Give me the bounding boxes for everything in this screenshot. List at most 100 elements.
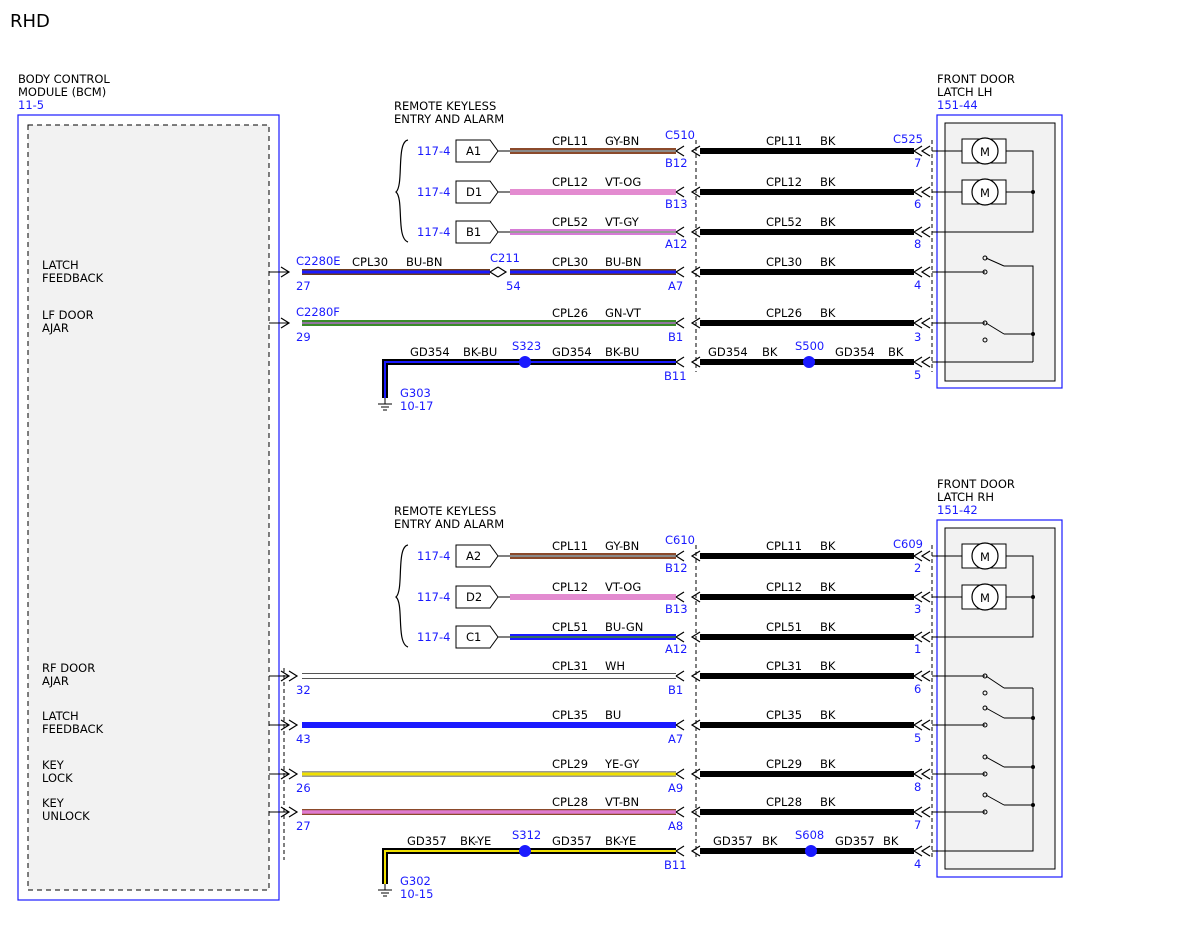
lh-rke-brace: [395, 139, 409, 243]
wire-color: GY-BN: [605, 539, 639, 553]
rh-rke-title-line2: ENTRY AND ALARM: [394, 517, 504, 531]
wire-color: BK: [762, 834, 778, 848]
latch-pin: 3: [914, 602, 921, 616]
inline-pin: B12: [665, 156, 688, 170]
bcm-name-line2: MODULE (BCM): [18, 85, 106, 99]
rh-latch-title-line2: LATCH RH: [937, 490, 994, 504]
wire-circuit: CPL26: [766, 306, 802, 320]
wire-color: BK: [820, 580, 836, 594]
motor-icon: [971, 583, 999, 611]
bcm-ref: 11-5: [18, 98, 44, 112]
wire-color: WH: [605, 659, 625, 673]
splice-label: S323: [512, 339, 541, 353]
wire-color: BK: [883, 834, 899, 848]
splice-dot: [519, 845, 531, 857]
latch-pin: 6: [914, 197, 921, 211]
wire-circuit: CPL31: [552, 659, 588, 673]
wire-circuit: CPL26: [552, 306, 588, 320]
rke-pin: B1: [466, 225, 481, 239]
rh-latch-internals: M M: [932, 542, 1035, 852]
wire-circuit: CPL52: [552, 215, 588, 229]
bcm-signal-label: LF DOOR: [42, 308, 94, 322]
ground-ref: 10-15: [400, 887, 433, 901]
bcm-pin: 43: [296, 732, 311, 746]
wire-circuit: GD354: [552, 345, 592, 359]
inline-pin: B12: [665, 561, 688, 575]
inline-pin: B1: [668, 683, 683, 697]
lh-inline-connector: C510: [665, 128, 695, 142]
motor-label: M: [980, 186, 990, 200]
splice-label: S312: [512, 828, 541, 842]
wire-color: BK: [820, 757, 836, 771]
rh-section: REMOTE KEYLESS ENTRY AND ALARM C610 C609…: [269, 477, 1063, 901]
wire-circuit: CPL35: [766, 708, 802, 722]
bcm-signal-labels: LATCH FEEDBACK LF DOOR AJAR RF DOOR AJAR…: [42, 258, 104, 823]
rke-pin: A2: [466, 549, 481, 563]
lh-rke-row: 117-4 B1 CPL52 VT-GY A12 CPL52 BK 8: [417, 215, 931, 251]
inline-pin: B11: [664, 858, 687, 872]
splice-dot: [803, 356, 815, 368]
motor-label: M: [980, 145, 990, 159]
rke-ref: 117-4: [417, 225, 450, 239]
ground-ref: 10-17: [400, 399, 433, 413]
wire-circuit: GD357: [835, 834, 875, 848]
lh-rke-title-line2: ENTRY AND ALARM: [394, 112, 504, 126]
bcm-connector: C2280F: [296, 305, 340, 319]
bcm-signal-label: KEY: [42, 758, 65, 772]
inline-pin: A12: [665, 642, 688, 656]
bcm-pin: 32: [296, 683, 311, 697]
rh-bcm-row: 26 CPL29 YE-GY A9 CPL29 BK 8: [269, 757, 931, 795]
rh-latch-ref: 151-42: [937, 503, 978, 517]
bcm-module: BODY CONTROL MODULE (BCM) 11-5 LATCH FEE…: [17, 72, 280, 901]
latch-pin: 1: [914, 642, 921, 656]
bcm-pin: 29: [296, 330, 311, 344]
bcm-pin: 27: [296, 819, 311, 833]
wire-circuit: GD354: [708, 345, 748, 359]
lh-ajar-wire: C2280F 29 CPL26 GN-VT B1 CPL26 BK 3: [269, 305, 931, 344]
motor-icon: [971, 542, 999, 570]
rh-latch-connector: C609: [893, 537, 923, 551]
wire-color: BU-BN: [605, 255, 642, 269]
lh-rke-title-line1: REMOTE KEYLESS: [394, 99, 496, 113]
wire-circuit: CPL30: [352, 255, 388, 269]
inline-pin: A7: [668, 732, 683, 746]
wire-color: BK: [820, 539, 836, 553]
wire-color: BK: [820, 255, 836, 269]
wire-color: BK: [820, 306, 836, 320]
wire-color: BK: [820, 795, 836, 809]
bcm-signal-label: RF DOOR: [42, 661, 95, 675]
wire-color: BK-BU: [605, 345, 639, 359]
wire-color: BK: [820, 620, 836, 634]
wire-color: VT-BN: [605, 795, 639, 809]
inline-pin: A7: [668, 279, 683, 293]
rke-pin: C1: [466, 630, 481, 644]
bcm-pin: 27: [296, 279, 311, 293]
wire-circuit: GD357: [713, 834, 753, 848]
wire-circuit: CPL31: [766, 659, 802, 673]
wire-circuit: CPL29: [552, 757, 588, 771]
latch-pin: 4: [914, 278, 921, 292]
wire-color: BK: [820, 708, 836, 722]
wire-circuit: CPL30: [766, 255, 802, 269]
wire-color: VT-OG: [605, 175, 641, 189]
wire-circuit: CPL11: [552, 134, 588, 148]
bcm-connector: C2280E: [296, 254, 341, 268]
wire-circuit: CPL12: [552, 175, 588, 189]
wire-circuit: CPL11: [552, 539, 588, 553]
bcm-signal-label: LATCH: [42, 258, 79, 272]
latch-pin: 8: [914, 780, 921, 794]
bcm-pin: 26: [296, 781, 311, 795]
wire-circuit: CPL51: [766, 620, 802, 634]
rke-pin: A1: [466, 144, 481, 158]
wire-circuit: GD354: [835, 345, 875, 359]
latch-pin: 8: [914, 237, 921, 251]
bcm-signal-label: AJAR: [42, 674, 69, 688]
inline-pin: A9: [668, 781, 683, 795]
rke-ref: 117-4: [417, 590, 450, 604]
lh-section: REMOTE KEYLESS ENTRY AND ALARM C510 C525…: [269, 72, 1063, 413]
rh-bcm-row: 27 CPL28 VT-BN A8 CPL28 BK 7: [269, 795, 931, 833]
page-label: RHD: [10, 11, 50, 32]
rh-bcm-row: 32 CPL31 WH B1 CPL31 BK 6: [269, 659, 931, 697]
wire-circuit: CPL52: [766, 215, 802, 229]
